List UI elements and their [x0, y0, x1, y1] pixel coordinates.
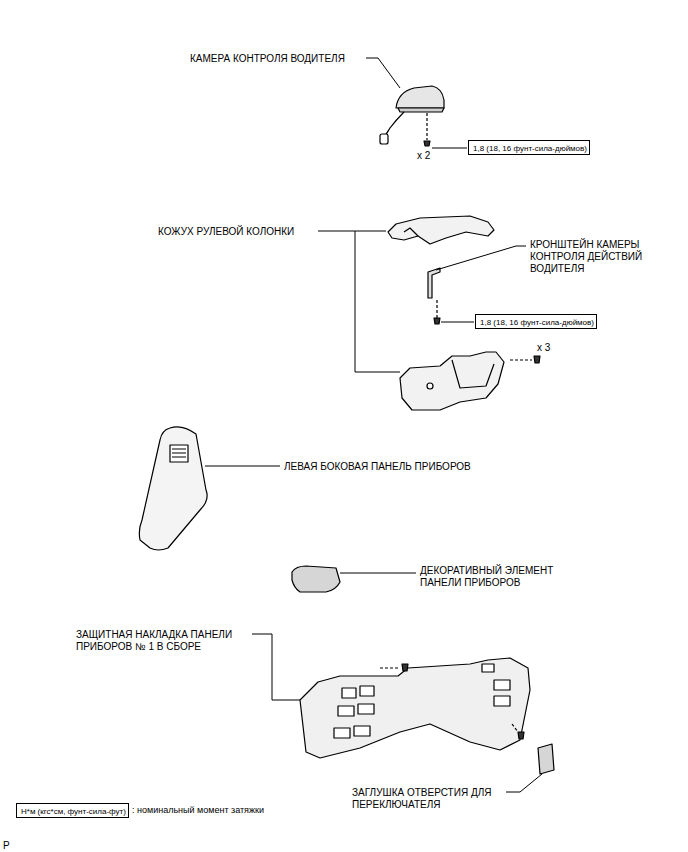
- torque-value: 1,8 (18, 16 фунт-сила-дюймов): [473, 143, 585, 154]
- part-name: ЗАГЛУШКА ОТВЕРСТИЯ ДЛЯ ПЕРЕКЛЮЧАТЕЛЯ: [352, 787, 512, 811]
- leader-line: [340, 573, 416, 574]
- switch: [494, 696, 510, 706]
- upper-column-cover: [388, 216, 494, 244]
- camera-part: [396, 86, 444, 108]
- leader-line: [355, 231, 400, 372]
- legend-torque-box: Н*м (кгс*см, фунт-сила-фут): [16, 803, 129, 818]
- decorative-trim: [292, 566, 340, 592]
- screw: [434, 318, 440, 324]
- screw-axis: [436, 300, 437, 318]
- vent-slots: [172, 449, 186, 457]
- camera-connector: [380, 134, 388, 144]
- switch-hole-plug: [538, 744, 554, 774]
- part-name: ДЕКОРАТИВНЫЙ ЭЛЕМЕНТ ПАНЕЛИ ПРИБОРОВ: [420, 565, 580, 589]
- left-side-panel: [139, 427, 207, 550]
- screw: [534, 356, 540, 363]
- screw-axis: [512, 724, 518, 732]
- leader-line: [441, 322, 474, 323]
- part-name: КОЖУХ РУЛЕВОЙ КОЛОНКИ: [158, 226, 294, 238]
- leader-line: [252, 634, 300, 700]
- camera-base: [398, 108, 444, 112]
- screw-axis: [380, 667, 400, 668]
- torque-value: 1,8 (18, 16 фунт-сила-дюймов): [480, 317, 592, 328]
- leader-line: [366, 58, 400, 88]
- lower-column-cover: [400, 352, 504, 410]
- cover-hole: [427, 383, 433, 389]
- quantity: x 2: [417, 150, 430, 162]
- screw: [424, 141, 430, 146]
- quantity: x 3: [537, 342, 550, 354]
- switch: [334, 728, 350, 738]
- switch: [494, 680, 510, 690]
- switch: [482, 664, 494, 672]
- switch: [338, 706, 354, 716]
- leader-line: [436, 246, 526, 270]
- cover-detail: [452, 360, 494, 388]
- switch: [354, 726, 370, 736]
- part-name: КАМЕРА КОНТРОЛЯ ВОДИТЕЛЯ: [190, 53, 345, 65]
- screw: [518, 732, 524, 739]
- switch: [358, 704, 374, 714]
- camera-bracket: [428, 268, 440, 298]
- leader-line: [205, 466, 280, 467]
- figure-code: P: [3, 840, 10, 852]
- switch: [342, 688, 356, 698]
- panel-vent: [170, 445, 188, 462]
- switch: [360, 686, 374, 696]
- legend-text: : номинальный момент затяжки: [132, 805, 264, 816]
- part-name: ЛЕВАЯ БОКОВАЯ ПАНЕЛЬ ПРИБОРОВ: [284, 461, 471, 473]
- leader-line: [318, 231, 386, 232]
- leader-line: [506, 774, 542, 792]
- part-name: ЗАЩИТНАЯ НАКЛАДКА ПАНЕЛИ ПРИБОРОВ № 1 В …: [76, 629, 254, 653]
- leader-line: [432, 148, 467, 149]
- lower-finish-panel: [300, 658, 530, 758]
- torque-box: 1,8 (18, 16 фунт-сила-дюймов): [468, 140, 590, 155]
- part-name: КРОНШТЕЙН КАМЕРЫ КОНТРОЛЯ ДЕЙСТВИЙ ВОДИТ…: [530, 239, 665, 275]
- torque-value: Н*м (кгс*см, фунт-сила-фут): [21, 806, 124, 817]
- screw-axis: [426, 113, 427, 140]
- screw: [402, 664, 408, 671]
- cover-detail: [404, 228, 418, 236]
- screw-axis: [510, 359, 532, 360]
- torque-box: 1,8 (18, 16 фунт-сила-дюймов): [475, 314, 597, 329]
